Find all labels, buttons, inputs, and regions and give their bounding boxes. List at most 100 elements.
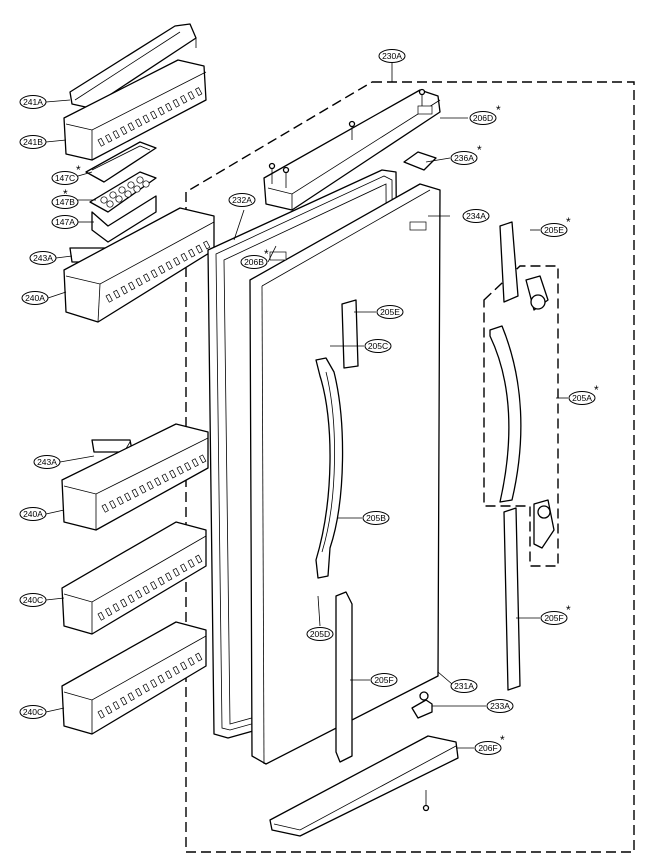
bin-slot [161, 473, 169, 483]
label-text-205D: 205D [310, 629, 330, 639]
bin-slot [172, 567, 180, 577]
bin-slot [128, 281, 136, 291]
bin-slot [105, 293, 113, 303]
asterisk-206D: * [496, 103, 501, 117]
bin-slot [120, 696, 128, 706]
label-text-205E-right: 205E [544, 225, 564, 235]
egg-cup [127, 181, 135, 189]
bin-slot [127, 122, 135, 132]
dairy-bin-241B [63, 59, 207, 161]
egg-cup [133, 185, 141, 193]
bin-slot [127, 692, 135, 702]
part-label-205E-door: 205E [376, 305, 404, 319]
bin-slot [135, 687, 143, 697]
bin-slot [187, 657, 195, 666]
bin-slot [150, 110, 158, 120]
label-text-243A-mid: 243A [37, 457, 57, 467]
label-text-234A: 234A [466, 211, 486, 221]
bin-slot [195, 244, 203, 254]
asterisk-206B: * [264, 247, 269, 261]
door-bin-240C-upper [61, 521, 207, 635]
label-text-205A: 205A [572, 393, 592, 403]
label-text-206D: 206D [473, 113, 493, 123]
bin-slot [112, 603, 120, 612]
label-text-206B: 206B [244, 257, 264, 267]
hinge-bracket-233A [411, 691, 433, 719]
bin-slot [116, 496, 124, 506]
bin-slot [157, 106, 165, 116]
asterisk-205E: * [566, 215, 571, 229]
asterisk-205A: * [594, 383, 599, 397]
bin-slot [191, 458, 199, 468]
bin-slot [165, 670, 173, 680]
bin-slot [142, 683, 150, 693]
handle-trim-205F-right [503, 507, 521, 691]
bin-slot [112, 701, 120, 710]
label-text-147A: 147A [55, 217, 75, 227]
bin-slot [135, 118, 143, 128]
handle-assembly-outline-205A [483, 265, 559, 567]
bin-slot [105, 133, 113, 143]
egg-cup [106, 200, 114, 208]
label-text-240A-top: 240A [25, 293, 45, 303]
bin-slot [113, 289, 121, 299]
bin-slot [131, 488, 139, 498]
part-label-236A: 236A * [450, 143, 482, 165]
label-text-147B: 147B [55, 197, 75, 207]
label-text-205B: 205B [366, 513, 386, 523]
label-text-233A: 233A [490, 701, 510, 711]
label-text-205F-right: 205F [544, 613, 563, 623]
bin-slot [150, 679, 158, 688]
bin-slot [124, 492, 132, 502]
part-label-240A-top: 240A [21, 291, 49, 305]
bin-slot [165, 102, 173, 112]
bin-slot [188, 248, 196, 258]
door-body-231A [249, 183, 441, 765]
bin-slot [150, 581, 158, 590]
bin-slot [184, 462, 192, 471]
door-assembly-outline [185, 81, 635, 853]
bin-slot [120, 598, 128, 608]
part-label-205C: 205C [364, 339, 392, 353]
egg-tray-147B [89, 171, 157, 213]
bin-slot [187, 91, 195, 100]
part-label-240C-upper: 240C [19, 593, 47, 607]
part-label-240C-lower: 240C [19, 705, 47, 719]
label-text-240A-mid: 240A [23, 509, 43, 519]
bin-slot [112, 130, 120, 139]
bin-slot [180, 252, 188, 262]
bin-slot [127, 594, 135, 604]
bin-slot [139, 484, 147, 494]
part-label-205F-door: 205F [370, 673, 398, 687]
handle-cap-205E-right [499, 221, 519, 303]
part-label-205F-right: 205F * [540, 603, 571, 625]
handle-trim-205F-door [335, 591, 353, 763]
door-bin-240A-mid [61, 423, 209, 531]
egg-tray-cover-147C [85, 141, 157, 183]
part-label-234A: 234A [462, 209, 490, 223]
part-label-206F: 206F * [474, 733, 505, 755]
lower-hinge-cover-206F [269, 735, 459, 837]
bin-slot [180, 661, 188, 671]
part-label-147B: 147B * [51, 187, 79, 209]
bin-slot [135, 277, 143, 287]
egg-cup [142, 180, 150, 188]
bin-slot [158, 265, 166, 274]
part-label-240A-mid: 240A [19, 507, 47, 521]
label-text-241B: 241B [23, 137, 43, 147]
bin-slot [97, 137, 105, 147]
part-label-241A: 241A [19, 95, 47, 109]
part-label-147C: 147C * [51, 163, 81, 185]
asterisk-205F: * [566, 603, 571, 617]
label-text-236A: 236A [454, 153, 474, 163]
label-text-206F: 206F [478, 743, 497, 753]
egg-cup [115, 195, 123, 203]
bin-slot [135, 589, 143, 599]
bin-slot [195, 87, 203, 96]
bin-slot [180, 94, 188, 104]
bin-slot [169, 469, 177, 479]
egg-cup [109, 191, 117, 199]
bin-slot [105, 607, 113, 617]
bin-slot [203, 240, 211, 250]
part-label-241B: 241B [19, 135, 47, 149]
